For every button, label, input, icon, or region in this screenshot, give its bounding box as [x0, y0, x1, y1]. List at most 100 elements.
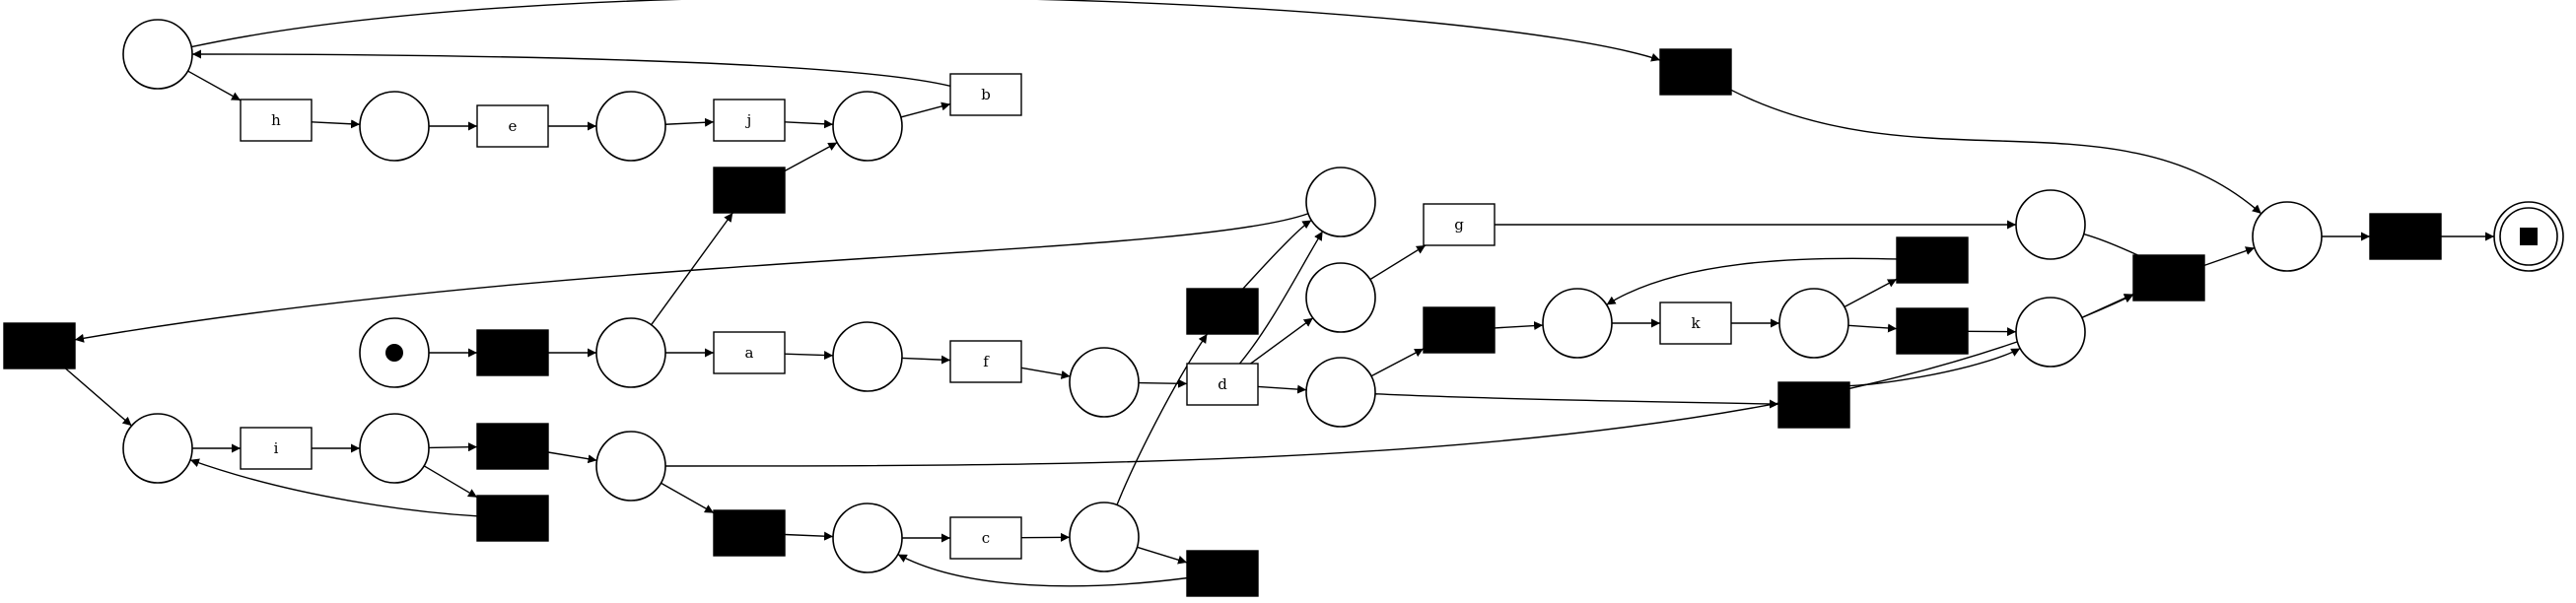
arc-p_after_tau1-to-tau_to_j — [651, 212, 733, 326]
place-p_d_out3 — [1305, 357, 1376, 428]
silent-transition-box — [1896, 236, 1969, 284]
transition-t_b: b — [949, 73, 1022, 116]
transition-label: e — [509, 117, 518, 135]
place-p_d_out1 — [1305, 167, 1376, 237]
transition-box — [713, 99, 786, 142]
arc-p_d_out3-to-tau_d3 — [1370, 348, 1425, 377]
place-circle — [832, 321, 903, 392]
silent-transition-tau_i_back — [476, 495, 549, 542]
place-circle — [2015, 297, 2086, 368]
silent-transition-box — [476, 495, 549, 542]
silent-transition-tau_top_skip — [1659, 48, 1732, 96]
arc-tau_c_up-to-p_d_out1 — [1242, 219, 1312, 290]
place-circle — [1542, 288, 1613, 359]
place-circle — [595, 91, 666, 162]
arc-p_join_left-to-tau_join — [664, 294, 2134, 467]
place-circle — [1305, 167, 1376, 237]
place-p_after_i — [359, 413, 430, 484]
transition-box — [713, 331, 786, 374]
silent-transition-tau_to_j — [713, 167, 786, 214]
arc-p_after_i-to-tau_i_next — [428, 442, 478, 452]
transition-box — [240, 99, 313, 142]
arc-tau_left-to-p_i_in — [65, 368, 133, 427]
silent-transition-tau_k_next — [1896, 307, 1969, 355]
transition-box — [949, 516, 1022, 560]
arc-tau_top_skip-to-p_pre_end — [1730, 89, 2263, 215]
place-p_join_left — [595, 431, 666, 502]
silent-transition-box — [476, 329, 549, 376]
place-p_c_in — [832, 502, 903, 573]
place-p_i_in — [122, 413, 193, 484]
silent-transition-tau_d3_skip — [1777, 381, 1850, 429]
arc-p_after_f-to-t_d — [1138, 378, 1188, 388]
silent-transition-box — [713, 509, 786, 557]
transition-label: f — [983, 353, 990, 370]
arc-p_d_out2-to-t_g — [1369, 244, 1427, 281]
transition-label: c — [982, 529, 990, 547]
place-p_after_j — [832, 91, 903, 162]
arc-tau_to_j-to-p_after_j — [784, 142, 838, 172]
arc-p_loop_top-to-tau_top_skip — [191, 0, 1661, 62]
transition-label: d — [1218, 375, 1227, 393]
transition-box — [1659, 302, 1732, 345]
arc-p_d_out3-to-tau_d3_skip — [1374, 393, 1779, 409]
nodes-layer: h e j b a f d g k i c — [3, 19, 2564, 597]
place-p_after_c — [1069, 502, 1140, 572]
silent-transition-tau_d3 — [1423, 306, 1496, 354]
place-p_after_h — [359, 91, 430, 162]
arc-p_loop_top-to-t_h — [187, 70, 242, 101]
arc-t_b-to-p_loop_top — [191, 49, 951, 88]
place-circle — [1069, 502, 1140, 572]
arc-t_f-to-p_after_f — [1020, 367, 1071, 379]
arc-p_join_left-to-tau_to_c — [661, 482, 715, 514]
arc-p_after_a-to-t_f — [901, 355, 951, 365]
transition-label: k — [1691, 314, 1701, 332]
silent-transition-box — [2369, 213, 2442, 260]
transition-label: b — [981, 86, 991, 103]
place-circle — [1305, 262, 1376, 333]
silent-transition-tau_k_back — [1896, 236, 1969, 284]
arc-tau_to_c-to-p_c_in — [784, 531, 834, 541]
silent-transition-box — [1423, 306, 1496, 354]
place-circle — [1069, 347, 1140, 418]
arc-p_after_i-to-tau_i_back — [423, 465, 478, 499]
arc-p_k_out-to-tau_k_back — [1844, 278, 1898, 308]
arc-p_after_e-to-t_j — [664, 117, 715, 127]
transition-label: h — [271, 111, 281, 129]
silent-transition-box — [1186, 550, 1259, 597]
transition-label: i — [274, 439, 279, 457]
place-circle — [1305, 357, 1376, 428]
place-p_after_a — [832, 321, 903, 392]
place-p_after_tau1 — [595, 317, 666, 388]
transition-box — [949, 73, 1022, 116]
arc-t_d-to-p_d_out3 — [1257, 384, 1307, 394]
arc-tau_k_back-to-p_k_in — [1606, 257, 1898, 305]
transition-box — [1423, 203, 1496, 246]
transition-box — [240, 427, 313, 470]
transition-box — [476, 104, 549, 148]
silent-transition-tau_c_back — [1186, 550, 1259, 597]
place-p_k_in — [1542, 288, 1613, 359]
silent-transition-box — [1659, 48, 1732, 96]
arc-tau_i_back-to-p_i_in — [189, 458, 478, 517]
token-icon — [385, 344, 403, 362]
place-p_pre_end — [2252, 201, 2323, 272]
place-p_after_f — [1069, 347, 1140, 418]
place-p_after_e — [595, 91, 666, 162]
transition-label: j — [745, 111, 752, 129]
transition-t_g: g — [1423, 203, 1496, 246]
place-circle — [595, 431, 666, 502]
place-p_source — [359, 317, 430, 388]
place-circle — [1778, 288, 1849, 359]
place-circle — [832, 91, 903, 162]
place-circle — [832, 502, 903, 573]
place-p_k_out — [1778, 288, 1849, 359]
silent-transition-tau_i_next — [476, 423, 549, 470]
transition-label: a — [745, 344, 754, 362]
silent-transition-tau_start — [476, 329, 549, 376]
transition-label: g — [1454, 216, 1464, 234]
place-p_after_g — [2015, 189, 2086, 260]
arc-p_d_out1-to-tau_left — [74, 213, 1309, 343]
place-circle — [2252, 201, 2323, 272]
